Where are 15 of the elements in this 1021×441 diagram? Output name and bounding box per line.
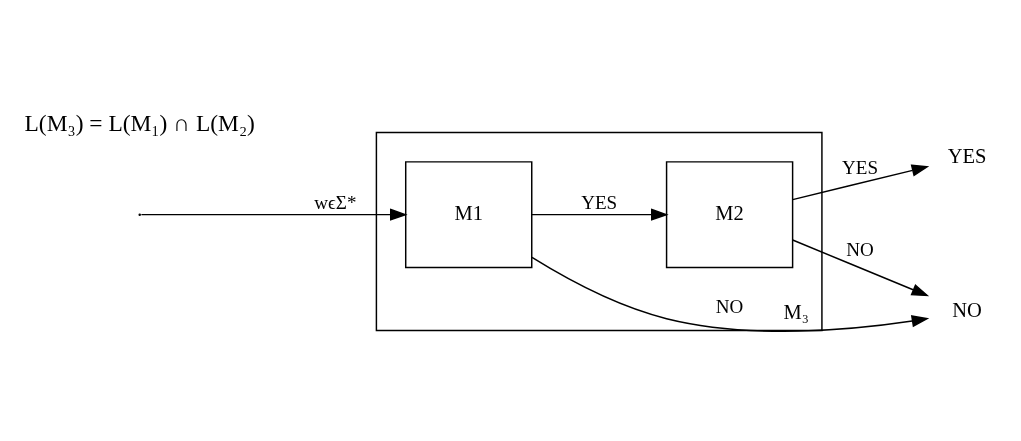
arrow xyxy=(531,208,669,221)
arrow xyxy=(791,239,930,297)
arrow xyxy=(140,208,408,221)
arrow xyxy=(531,256,930,332)
edge-label: wϵΣ* xyxy=(314,192,357,214)
node-box: M2 xyxy=(665,161,794,269)
node-text: NO xyxy=(952,298,982,321)
edge-label: YES xyxy=(842,157,879,179)
label: L(M₃) = L(M₁) ∩ L(M₂) xyxy=(24,109,255,136)
node-box: M1 xyxy=(405,161,533,269)
edge-label: NO xyxy=(715,296,744,318)
arrow xyxy=(791,164,930,201)
edge-label: YES xyxy=(581,192,618,214)
node-text: YES xyxy=(947,144,987,167)
edge-label: NO xyxy=(846,239,874,261)
